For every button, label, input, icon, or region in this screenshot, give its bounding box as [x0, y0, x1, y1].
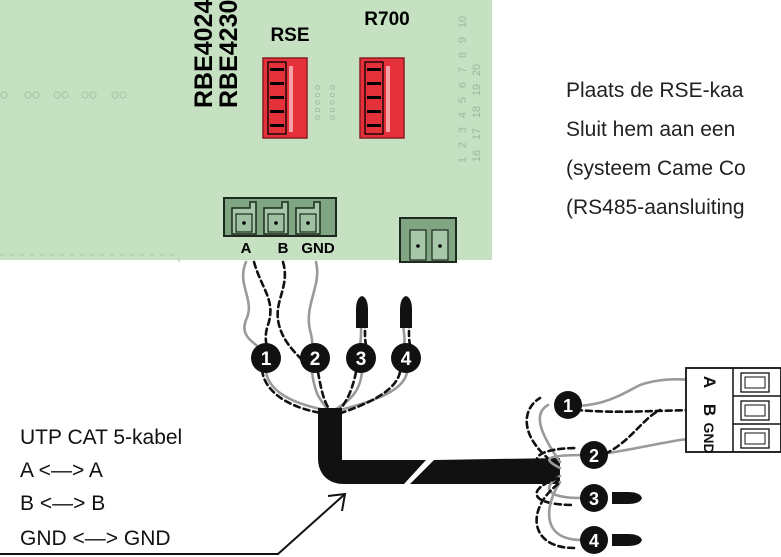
board-model-line2: RBE4230: [215, 0, 243, 108]
terminal-label-b: B: [278, 240, 289, 257]
marker-3-top-label: 3: [356, 349, 367, 370]
remote-terminal-block: A B GND: [685, 367, 781, 454]
instructions: Plaats de RSE-kaa Sluit hem aan een (sys…: [566, 79, 746, 219]
marker-1-top: [251, 343, 281, 373]
marker-4-top-label: 4: [401, 349, 412, 370]
instruction-line-2: Sluit hem aan een: [566, 118, 735, 141]
marker-3-top: [346, 343, 376, 373]
marker-3-right: [580, 484, 608, 512]
board-terminal-block-2: [399, 217, 457, 263]
wire-caps-right: [612, 492, 642, 546]
svg-text:1: 1: [457, 157, 469, 163]
svg-text:6: 6: [457, 82, 469, 88]
svg-text:17: 17: [471, 128, 483, 140]
wire-number-markers-top: 1 2 3 4: [251, 343, 421, 373]
legend-row-gnd: GND <—> GND: [20, 527, 171, 550]
svg-text:19: 19: [471, 84, 483, 96]
marker-4-right: [580, 526, 608, 554]
board-edge-numbers: 10 9 8 7 6 5 4 3 2 1 20 19 18 17 16: [457, 16, 483, 163]
svg-text:8: 8: [457, 52, 469, 58]
instruction-line-1: Plaats de RSE-kaa: [566, 79, 744, 102]
remote-wire-cap-3: [612, 492, 642, 504]
legend-title: UTP CAT 5-kabel: [20, 426, 182, 449]
marker-2-top-label: 2: [310, 349, 321, 370]
legend-row-b: B <—> B: [20, 492, 105, 515]
marker-1-right: [554, 391, 582, 419]
wire-cap-3: [356, 296, 368, 328]
terminal-label-gnd: GND: [301, 240, 335, 257]
board-model-line1: RBE4024: [190, 0, 218, 108]
r700-connector: [359, 57, 405, 139]
legend-row-a: A <—> A: [20, 459, 103, 482]
svg-text:3: 3: [457, 127, 469, 133]
svg-text:4: 4: [457, 112, 469, 118]
svg-text:10: 10: [457, 16, 469, 28]
marker-2-top: [300, 343, 330, 373]
board-decor-dots: [0, 91, 127, 99]
instruction-line-3: (systeem Came Co: [566, 157, 746, 180]
wire-cap-4: [400, 296, 412, 328]
terminal-label-a: A: [241, 240, 252, 257]
marker-1-top-label: 1: [261, 349, 272, 370]
wire-caps-top: [356, 296, 412, 328]
remote-terminal-label-b: B: [700, 404, 719, 416]
svg-text:o o o o o: o o o o o: [312, 85, 322, 120]
svg-text:o o o o o: o o o o o: [327, 85, 337, 120]
svg-text:16: 16: [471, 150, 483, 162]
rse-connector: [262, 57, 308, 139]
rse-label: RSE: [270, 25, 309, 46]
instruction-line-4: (RS485-aansluiting: [566, 196, 745, 219]
svg-text:5: 5: [457, 97, 469, 103]
svg-text:7: 7: [457, 67, 469, 73]
marker-1-right-label: 1: [563, 396, 573, 416]
cable-legend: UTP CAT 5-kabel A <—> A B <—> B GND <—> …: [20, 426, 182, 550]
marker-2-right-label: 2: [589, 446, 599, 466]
wire-number-markers-right: 1 2 3 4: [554, 391, 608, 554]
marker-3-right-label: 3: [589, 489, 599, 509]
utp-cable: [318, 408, 560, 484]
remote-terminal-label-a: A: [700, 376, 719, 388]
control-board: RBE4024 RBE4230 RSE R700: [0, 0, 492, 263]
svg-text:20: 20: [471, 64, 483, 76]
legend-pointer-arrow: [0, 492, 347, 555]
marker-2-right: [580, 441, 608, 469]
remote-terminal-label-gnd: GND: [701, 422, 717, 453]
r700-label: R700: [364, 9, 409, 30]
faint-pin-labels: o o o o o o o o o o: [312, 85, 337, 120]
board-wires: [241, 260, 412, 416]
svg-text:18: 18: [471, 106, 483, 118]
remote-wire-cap-4: [612, 534, 642, 546]
svg-text:2: 2: [457, 142, 469, 148]
marker-4-right-label: 4: [589, 531, 599, 551]
board-terminal-block: [223, 197, 337, 237]
marker-4-top: [391, 343, 421, 373]
svg-text:9: 9: [457, 37, 469, 43]
